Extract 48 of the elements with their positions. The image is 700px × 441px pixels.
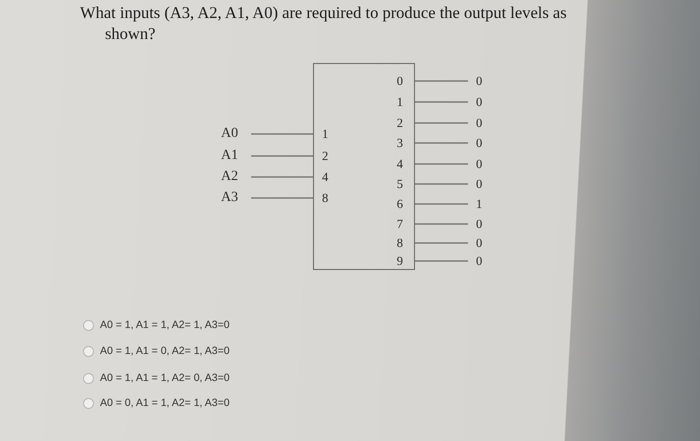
pin-number: 7 bbox=[396, 216, 414, 232]
wire-line bbox=[414, 203, 468, 205]
option-text: A0 = 0, A1 = 1, A2= 1, A3=0 bbox=[100, 397, 230, 409]
wire-line bbox=[251, 197, 314, 199]
option-text: A0 = 1, A1 = 1, A2= 0, A3=0 bbox=[100, 372, 230, 384]
pin-number: 8 bbox=[314, 190, 328, 206]
wire-line bbox=[251, 155, 314, 157]
wire-line bbox=[414, 242, 468, 244]
option-text: A0 = 1, A1 = 1, A2= 1, A3=0 bbox=[100, 319, 230, 331]
output-level: 0 bbox=[468, 216, 482, 232]
pin-number: 0 bbox=[396, 73, 414, 89]
wire-line bbox=[414, 142, 468, 144]
decoder-block bbox=[313, 63, 415, 270]
output-level: 0 bbox=[468, 73, 482, 89]
wire-line bbox=[251, 133, 314, 135]
output-level: 0 bbox=[468, 253, 482, 269]
input-label: A1 bbox=[221, 148, 252, 164]
wire-line bbox=[414, 101, 468, 103]
pin-number: 2 bbox=[396, 115, 414, 131]
question-text: What inputs (A3, A2, A1, A0) are required to produce the output levels as shown? bbox=[80, 2, 568, 44]
output-level: 0 bbox=[468, 135, 482, 151]
wire-line bbox=[414, 163, 468, 165]
output-level: 0 bbox=[468, 94, 482, 110]
wire-line bbox=[414, 80, 468, 82]
output-level: 0 bbox=[468, 156, 482, 172]
output-level: 0 bbox=[468, 235, 482, 251]
pin-number: 8 bbox=[396, 235, 414, 251]
wire-line bbox=[251, 176, 314, 178]
option-text: A0 = 1, A1 = 0, A2= 1, A3=0 bbox=[100, 345, 230, 357]
wire-line bbox=[414, 183, 468, 185]
pin-number: 1 bbox=[314, 126, 328, 142]
pin-number: 4 bbox=[396, 156, 414, 172]
wire-line bbox=[414, 260, 468, 262]
pin-number: 3 bbox=[396, 135, 414, 151]
pin-number: 4 bbox=[314, 169, 328, 185]
output-level: 1 bbox=[468, 196, 482, 212]
output-level: 0 bbox=[468, 115, 482, 131]
pin-number: 9 bbox=[396, 253, 414, 269]
input-label: A3 bbox=[221, 190, 252, 206]
pin-number: 5 bbox=[396, 176, 414, 192]
pin-number: 2 bbox=[314, 148, 328, 164]
input-label: A0 bbox=[221, 126, 252, 142]
wire-line bbox=[414, 223, 468, 225]
pin-number: 6 bbox=[396, 196, 414, 212]
pin-number: 1 bbox=[396, 94, 414, 110]
output-level: 0 bbox=[468, 176, 482, 192]
input-label: A2 bbox=[221, 169, 252, 185]
wire-line bbox=[414, 122, 468, 124]
